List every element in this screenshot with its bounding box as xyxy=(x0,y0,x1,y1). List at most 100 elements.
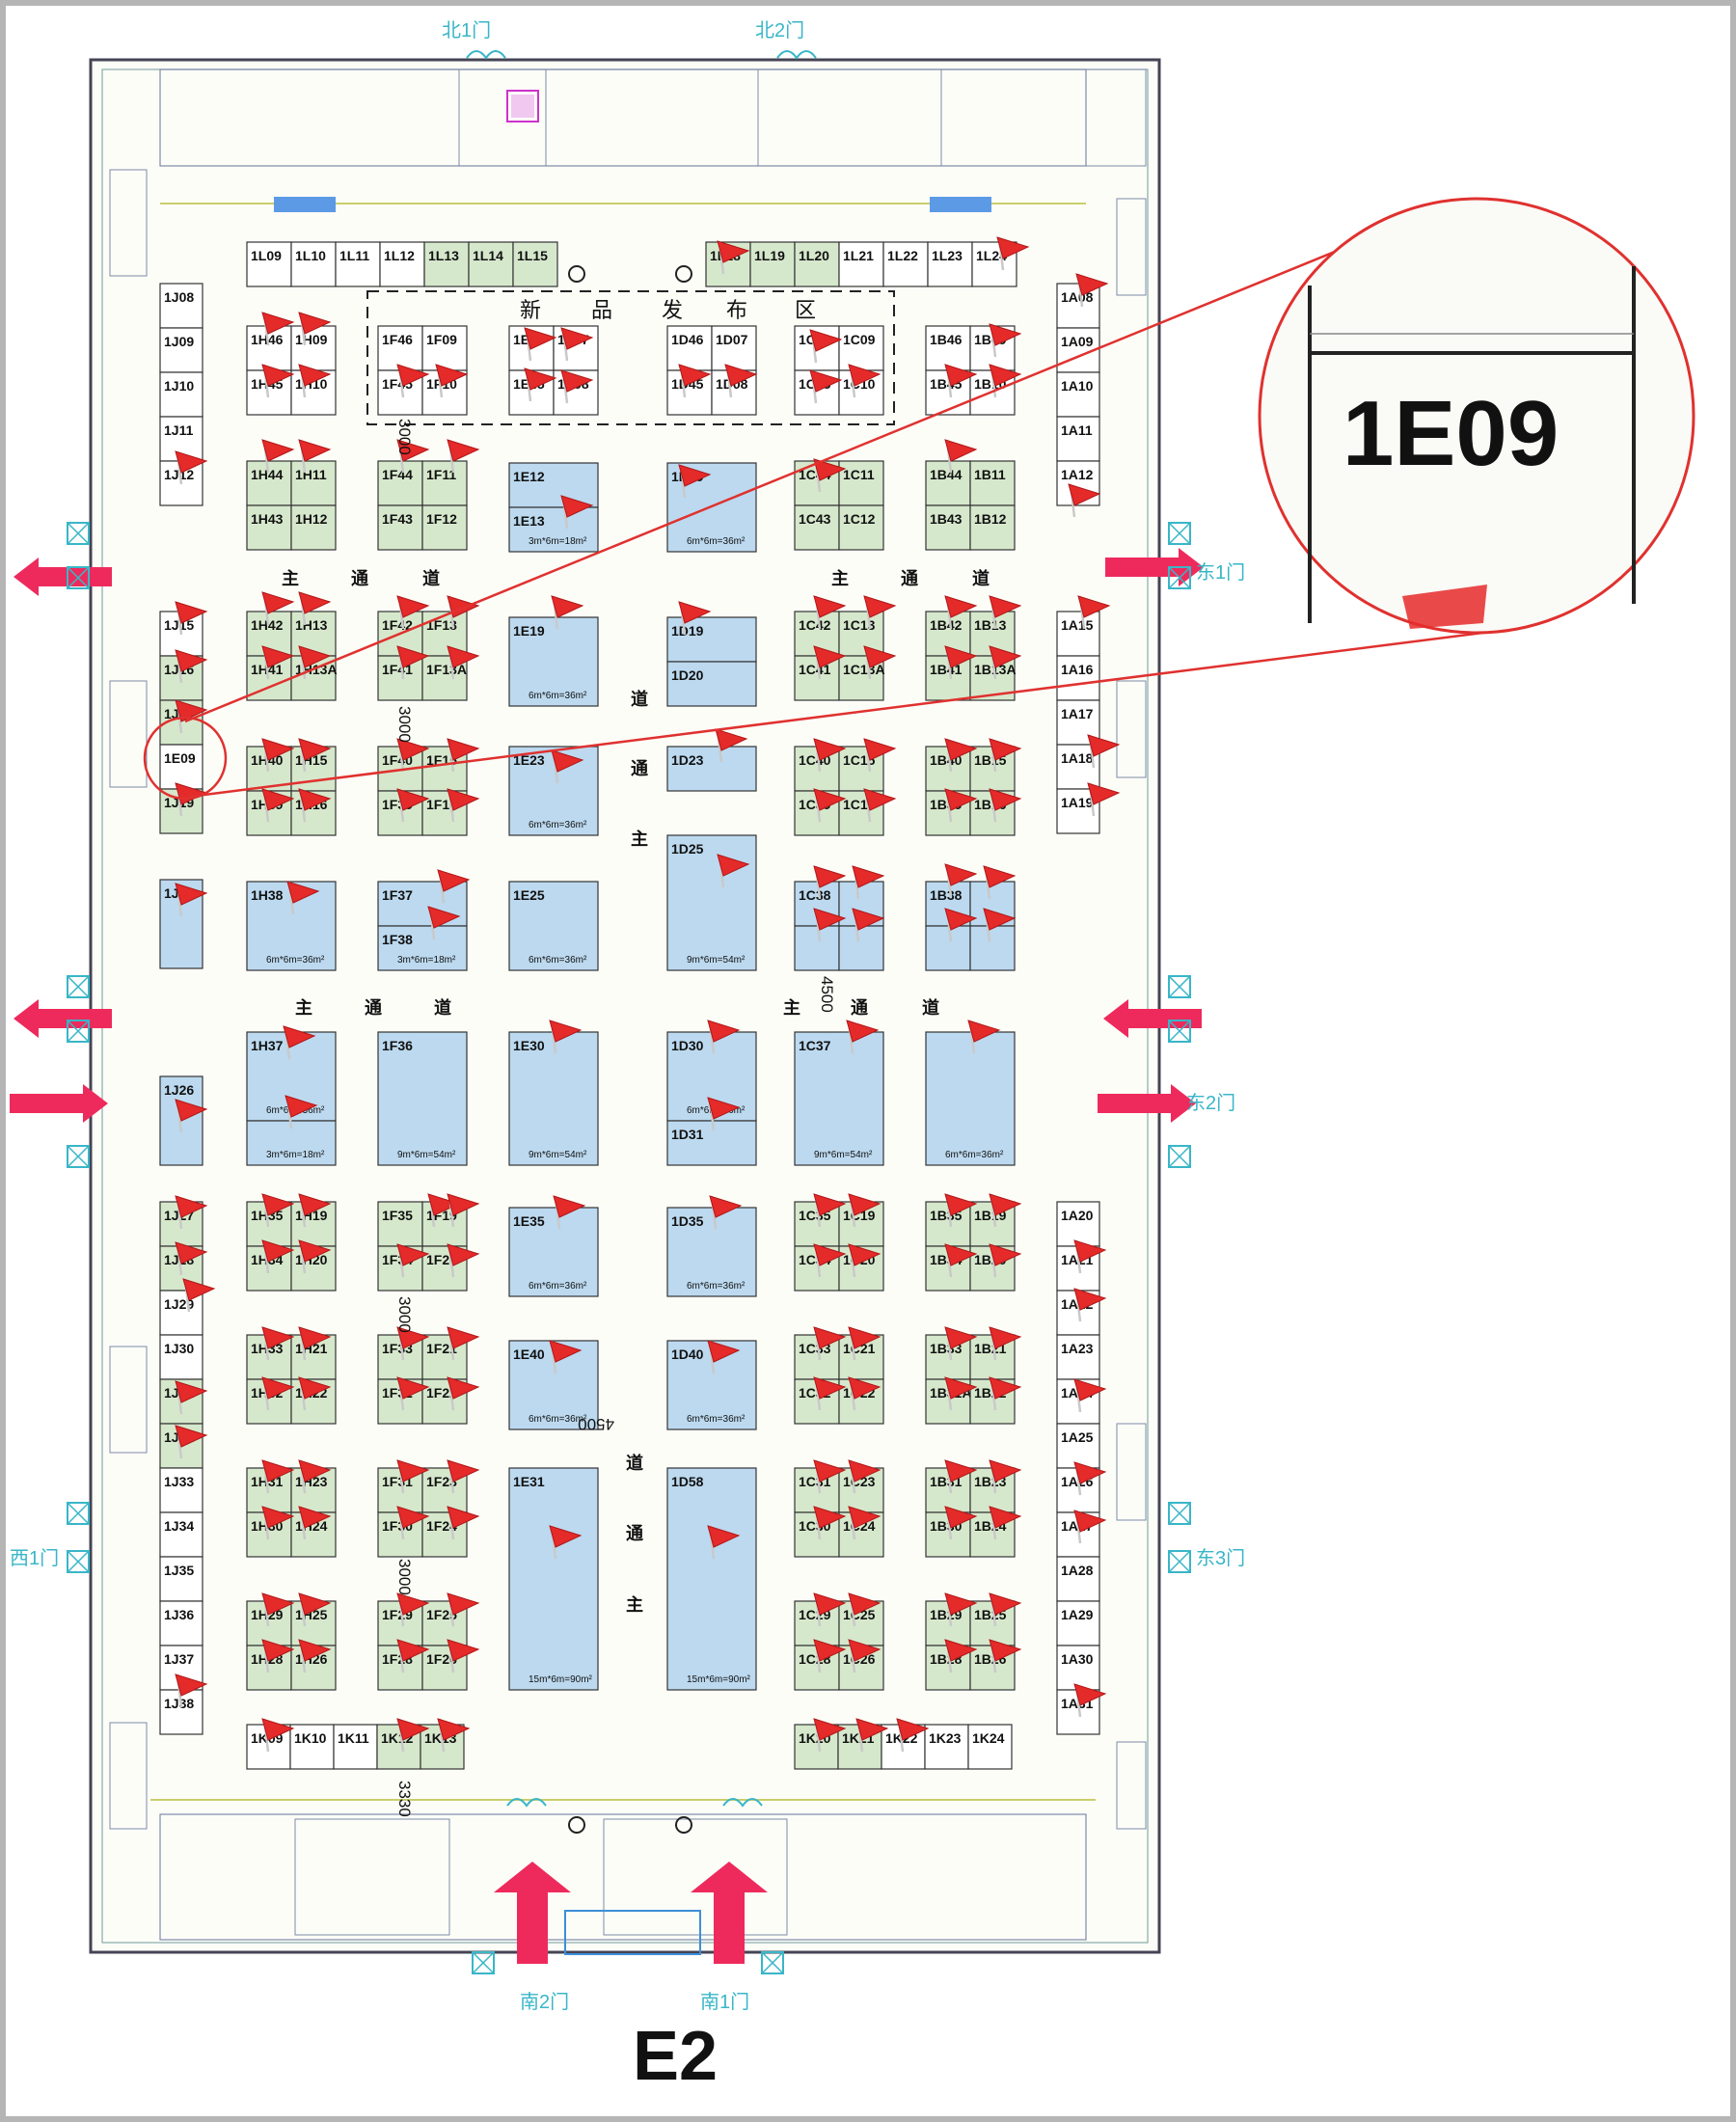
booth-1E09[interactable]: 1E09 xyxy=(159,744,203,790)
booth-1D25[interactable]: 1D25 xyxy=(666,834,757,971)
booth-1J30[interactable]: 1J30 xyxy=(159,1334,203,1380)
booth-1L10[interactable]: 1L10 xyxy=(290,241,337,287)
booth-1C11[interactable]: 1C11 xyxy=(838,460,884,506)
booth-1A23[interactable]: 1A23 xyxy=(1056,1334,1100,1380)
booth-1H29[interactable]: 1H29 xyxy=(246,1600,292,1646)
booth-1H12[interactable]: 1H12 xyxy=(290,504,337,551)
booth-1D40[interactable]: 1D40 xyxy=(666,1340,757,1430)
booth-1B44[interactable]: 1B44 xyxy=(925,460,971,506)
booth-1F46[interactable]: 1F46 xyxy=(377,325,423,371)
booth-cell[interactable] xyxy=(969,925,1016,971)
booth-1E13[interactable]: 1E13 xyxy=(508,506,599,553)
booth-box xyxy=(838,325,884,371)
booth-1E25[interactable]: 1E25 xyxy=(508,881,599,971)
booth-1J35[interactable]: 1J35 xyxy=(159,1556,203,1602)
booth-1F11[interactable]: 1F11 xyxy=(421,460,468,506)
booth-1E30[interactable]: 1E30 xyxy=(508,1031,599,1166)
booth-1B12[interactable]: 1B12 xyxy=(969,504,1016,551)
booth-1K10[interactable]: 1K10 xyxy=(289,1724,335,1770)
booth-1F43[interactable]: 1F43 xyxy=(377,504,423,551)
booth-1F16[interactable]: 1F16 xyxy=(421,790,468,836)
booth-1D20[interactable]: 1D20 xyxy=(666,661,757,707)
booth-1J38[interactable]: 1J38 xyxy=(159,1689,203,1735)
booth-1L21[interactable]: 1L21 xyxy=(838,241,884,287)
booth-1L14[interactable]: 1L14 xyxy=(468,241,514,287)
booth-1J10[interactable]: 1J10 xyxy=(159,371,203,418)
booth-1H44[interactable]: 1H44 xyxy=(246,460,292,506)
booth-1K11[interactable]: 1K11 xyxy=(333,1724,378,1770)
booth-1D46[interactable]: 1D46 xyxy=(666,325,713,371)
booth-1F38[interactable]: 1F38 xyxy=(377,925,468,971)
booth-1A30[interactable]: 1A30 xyxy=(1056,1645,1100,1691)
booth-1E31[interactable]: 1E31 xyxy=(508,1467,599,1691)
booth-1D07[interactable]: 1D07 xyxy=(711,325,757,371)
booth-1B46[interactable]: 1B46 xyxy=(925,325,971,371)
booth-1J36[interactable]: 1J36 xyxy=(159,1600,203,1646)
booth-1D19[interactable]: 1D19 xyxy=(666,616,757,663)
booth-1D35[interactable]: 1D35 xyxy=(666,1207,757,1297)
booth-1F23[interactable]: 1F23 xyxy=(421,1467,468,1513)
booth-1J08[interactable]: 1J08 xyxy=(159,283,203,329)
booth-1F13[interactable]: 1F13 xyxy=(421,611,468,657)
booth-label: 1D20 xyxy=(671,667,704,683)
booth-1H11[interactable]: 1H11 xyxy=(290,460,337,506)
booth-1F35[interactable]: 1F35 xyxy=(377,1201,423,1247)
booth-1B36[interactable] xyxy=(925,1031,1016,1166)
booth-cell[interactable] xyxy=(794,925,840,971)
booth-1A10[interactable]: 1A10 xyxy=(1056,371,1100,418)
booth-cell[interactable] xyxy=(925,925,971,971)
booth-1D23[interactable]: 1D23 xyxy=(666,746,757,792)
booth-1C43[interactable]: 1C43 xyxy=(794,504,840,551)
booth-1E12[interactable]: 1E12 xyxy=(508,462,599,508)
booth-label: 1C13 xyxy=(843,617,876,633)
booth-1A20[interactable]: 1A20 xyxy=(1056,1201,1100,1247)
booth-1L13[interactable]: 1L13 xyxy=(423,241,470,287)
booth-1D58[interactable]: 1D58 xyxy=(666,1467,757,1691)
booth-1E35[interactable]: 1E35 xyxy=(508,1207,599,1297)
booth-1C12[interactable]: 1C12 xyxy=(838,504,884,551)
booth-1J33[interactable]: 1J33 xyxy=(159,1467,203,1513)
booth-1E23[interactable]: 1E23 xyxy=(508,746,599,836)
booth-1C37[interactable]: 1C37 xyxy=(794,1031,884,1166)
booth-1L15[interactable]: 1L15 xyxy=(512,241,558,287)
booth-1B11[interactable]: 1B11 xyxy=(969,460,1016,506)
booth-1F44[interactable]: 1F44 xyxy=(377,460,423,506)
booth-1F09[interactable]: 1F09 xyxy=(421,325,468,371)
booth-1A29[interactable]: 1A29 xyxy=(1056,1600,1100,1646)
booth-1J26[interactable]: 1J26 xyxy=(159,1075,203,1166)
booth-label: 1L13 xyxy=(428,248,459,263)
booth-1L23[interactable]: 1L23 xyxy=(927,241,973,287)
booth-1L22[interactable]: 1L22 xyxy=(882,241,929,287)
booth-1A28[interactable]: 1A28 xyxy=(1056,1556,1100,1602)
booth-1B43[interactable]: 1B43 xyxy=(925,504,971,551)
flag-pin-icon xyxy=(944,1376,978,1411)
booth-1K23[interactable]: 1K23 xyxy=(924,1724,969,1770)
booth-1F36[interactable]: 1F36 xyxy=(377,1031,468,1166)
booth-1A08[interactable]: 1A08 xyxy=(1056,283,1100,329)
booth-1D31[interactable]: 1D31 xyxy=(666,1120,757,1166)
booth-1A09[interactable]: 1A09 xyxy=(1056,327,1100,373)
booth-1C13[interactable]: 1C13 xyxy=(838,611,884,657)
booth-1H09[interactable]: 1H09 xyxy=(290,325,337,371)
booth-label: 1L20 xyxy=(799,248,829,263)
booth-1L12[interactable]: 1L12 xyxy=(379,241,425,287)
booth-1L20[interactable]: 1L20 xyxy=(794,241,840,287)
booth-1L19[interactable]: 1L19 xyxy=(749,241,796,287)
booth-1J11[interactable]: 1J11 xyxy=(159,416,203,462)
booth-cell[interactable] xyxy=(838,925,884,971)
booth-1A11[interactable]: 1A11 xyxy=(1056,416,1100,462)
booth-1H43[interactable]: 1H43 xyxy=(246,504,292,551)
booth-1A16[interactable]: 1A16 xyxy=(1056,655,1100,701)
booth-1K24[interactable]: 1K24 xyxy=(967,1724,1013,1770)
booth-1H13[interactable]: 1H13 xyxy=(290,611,337,657)
booth-1A25[interactable]: 1A25 xyxy=(1056,1423,1100,1469)
flag-pin-icon xyxy=(989,323,1022,358)
booth-1A15[interactable]: 1A15 xyxy=(1056,611,1100,657)
booth-1C09[interactable]: 1C09 xyxy=(838,325,884,371)
booth-1J09[interactable]: 1J09 xyxy=(159,327,203,373)
booth-1L11[interactable]: 1L11 xyxy=(335,241,381,287)
booth-1L09[interactable]: 1L09 xyxy=(246,241,292,287)
booth-1E19[interactable]: 1E19 xyxy=(508,616,599,707)
booth-1F12[interactable]: 1F12 xyxy=(421,504,468,551)
booth-1J34[interactable]: 1J34 xyxy=(159,1511,203,1558)
